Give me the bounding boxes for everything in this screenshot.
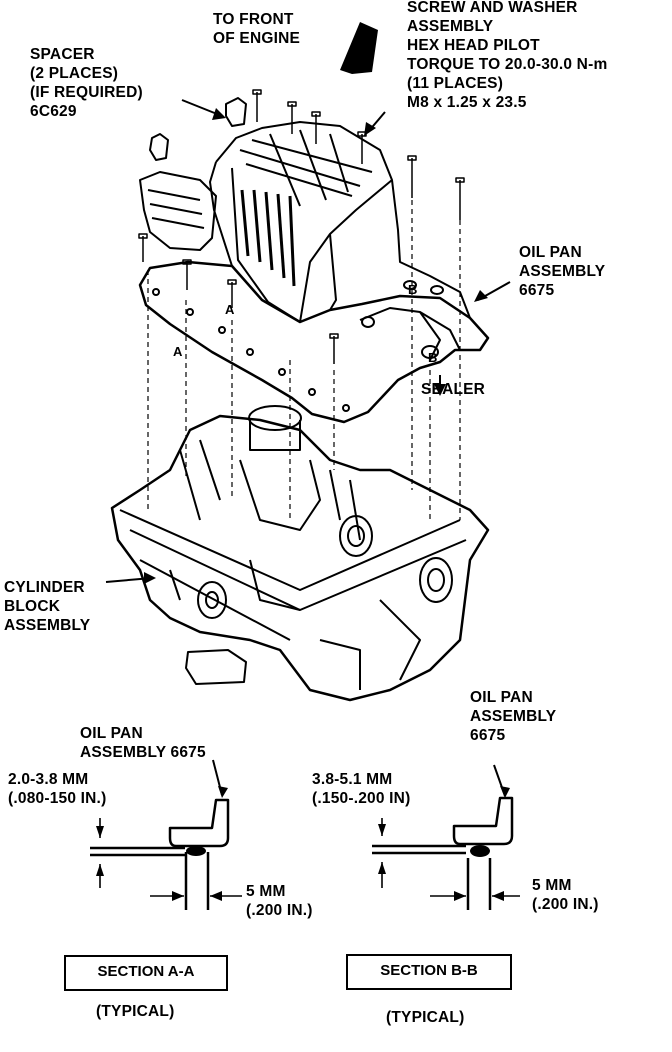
section-a-typical: (TYPICAL) (96, 1003, 175, 1020)
section-a-title: SECTION A-A (64, 955, 228, 991)
oil-pan-assembly-drawing (138, 97, 490, 424)
section-b-marker-2: B (428, 350, 438, 365)
leader-arrows (105, 99, 511, 583)
section-a-detail (90, 759, 230, 910)
spacer-label: SPACER (2 PLACES) (IF REQUIRED) 6C629 (30, 46, 143, 120)
sealer-label: SEALER (421, 381, 486, 398)
section-b-typical: (TYPICAL) (386, 1009, 465, 1026)
arrowheads (144, 22, 488, 584)
section-a-width-label: 5 MM (.200 IN.) (246, 883, 313, 919)
section-b-marker: B (408, 282, 418, 297)
front-direction-arrow (340, 22, 378, 74)
to-front-label: TO FRONT OF ENGINE (213, 11, 301, 47)
section-b-oil-pan-label: OIL PAN ASSEMBLY 6675 (470, 689, 557, 744)
bolts (138, 89, 465, 364)
cylinder-block-label: CYLINDER BLOCK ASSEMBLY (4, 579, 91, 634)
alignment-lines (147, 200, 461, 520)
section-a-gap-label: 2.0-3.8 MM (.080-150 IN.) (8, 771, 107, 807)
section-a-oil-pan-label: OIL PAN ASSEMBLY 6675 (80, 725, 206, 761)
oil-pan-assembly-label: OIL PAN ASSEMBLY 6675 (519, 244, 606, 299)
screw-washer-label: SCREW AND WASHER ASSEMBLY HEX HEAD PILOT… (407, 0, 608, 111)
section-a-marker: A (173, 344, 183, 359)
section-b-title: SECTION B-B (346, 954, 512, 990)
section-b-gap-label: 3.8-5.1 MM (.150-.200 IN) (312, 771, 411, 807)
cylinder-block-drawing (110, 405, 490, 702)
section-b-width-label: 5 MM (.200 IN.) (532, 877, 599, 913)
section-a-marker-2: A (225, 302, 235, 317)
